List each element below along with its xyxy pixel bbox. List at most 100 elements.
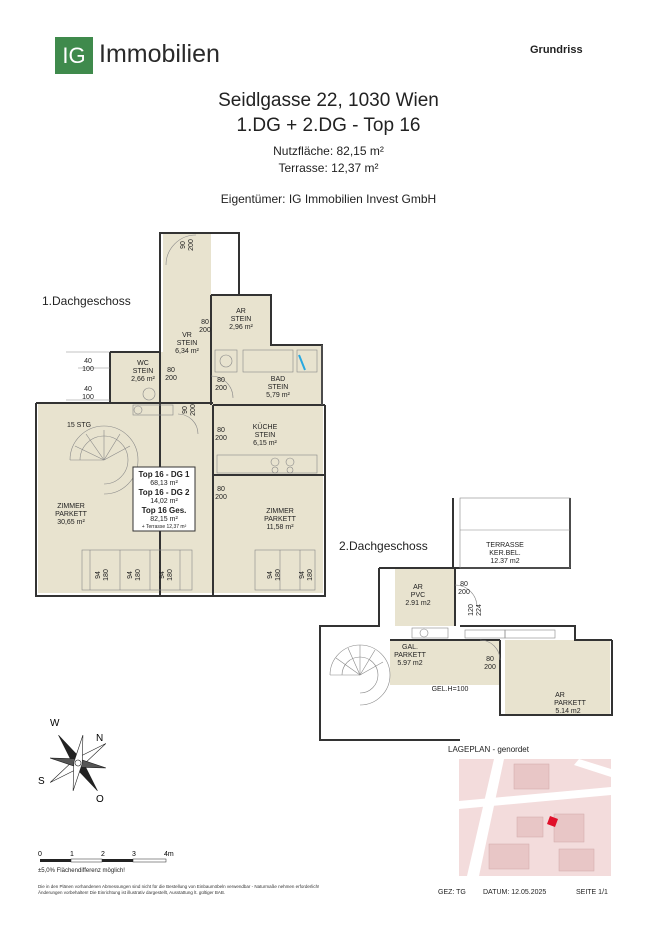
room-terrasse-name: TERRASSE (486, 542, 524, 549)
skylight-label-width: 94 (159, 571, 166, 579)
address-title: Seidlgasse 22, 1030 Wien (218, 90, 439, 111)
usable-area: Nutzfläche: 82,15 m² (273, 144, 384, 158)
scale-bar: 0 1 2 3 4m (38, 851, 174, 863)
door-label-width: 90 (180, 241, 187, 249)
scale-tick-2: 2 (101, 851, 105, 858)
terrace-area: Terrasse: 12,37 m² (278, 161, 379, 175)
summary-total-value: 82,15 m² (150, 516, 178, 523)
site-plan-map (459, 759, 611, 876)
room-bad-name: BAD (271, 376, 285, 383)
plan-fill-dg1 (38, 233, 323, 593)
owner: Eigentümer: IG Immobilien Invest GmbH (220, 192, 437, 206)
room-terrasse-floor: KER.BEL. (489, 550, 521, 557)
room-gal-area: 5.97 m2 (397, 660, 422, 667)
summary-dg2-value: 14,02 m² (150, 498, 178, 505)
document-type: Grundriss (530, 44, 583, 56)
room-ar-pvc-area: 2.91 m2 (405, 600, 430, 607)
room-vr-area: 6,34 m² (175, 348, 199, 355)
room-gal-name: GAL. (402, 644, 418, 651)
room-ar-area: 2,96 m² (229, 324, 253, 331)
summary-total-label: Top 16 Ges. (142, 506, 187, 515)
compass-letter-n: N (96, 733, 103, 744)
skylight-label-height: 180 (167, 569, 174, 581)
room-ar-pvc-floor: PVC (411, 592, 425, 599)
summary-dg2-label: Top 16 - DG 2 (139, 488, 191, 497)
door-label-height: 200 (188, 239, 195, 251)
door-label-height: 200 (215, 494, 227, 501)
door-label-width: 80 (217, 427, 225, 434)
skylight-label-width: 94 (127, 571, 134, 579)
summary-total-terrace: + Terrasse 12,37 m² (142, 524, 187, 530)
skylight-label-width: 94 (267, 571, 274, 579)
window-label-height: 224 (476, 604, 483, 616)
room-gal-floor: PARKETT (394, 652, 426, 659)
level-label-dg1: 1.Dachgeschoss (42, 294, 131, 308)
door-label-width: 80 (486, 656, 494, 663)
door-label-height: 200 (215, 385, 227, 392)
skylight-label-height: 180 (103, 569, 110, 581)
area-tolerance-note: ±5,0% Flächendifferenz möglich! (38, 868, 125, 874)
door-label-height: 200 (199, 327, 211, 334)
room-bad-area: 5,79 m² (266, 392, 290, 399)
room-zimmer1-name: ZIMMER (57, 503, 85, 510)
door-label-height: 200 (165, 375, 177, 382)
room-vr-floor: STEIN (177, 340, 198, 347)
scale-tick-0: 0 (38, 851, 42, 858)
window-label-width: 40 (84, 358, 92, 365)
window-label-height: 100 (82, 366, 94, 373)
skylight-label-height: 180 (275, 569, 282, 581)
footer-drawn-by: GEZ: TG (438, 889, 466, 896)
room-bad-floor: STEIN (268, 384, 289, 391)
footer-date: DATUM: 12.05.2025 (483, 889, 547, 896)
door-label-width: 80 (201, 319, 209, 326)
site-plan-title: LAGEPLAN - genordet (448, 745, 529, 754)
room-kueche-floor: STEIN (255, 432, 276, 439)
scale-tick-3: 3 (132, 851, 136, 858)
window-label-height: 100 (82, 394, 94, 401)
room-kueche-area: 6,15 m² (253, 440, 277, 447)
window-label-width: 40 (84, 386, 92, 393)
room-zimmer2-floor: PARKETT (264, 516, 296, 523)
door-label-width: 80 (460, 581, 468, 588)
skylight-label-height: 180 (307, 569, 314, 581)
room-kueche-name: KÜCHE (253, 423, 278, 431)
compass-rose: N O S W (38, 718, 107, 805)
window-label-width: 120 (468, 604, 475, 616)
skylight-label-height: 180 (135, 569, 142, 581)
room-vr-name: VR (182, 332, 192, 339)
room-zimmer1-floor: PARKETT (55, 511, 87, 518)
door-label-height: 200 (458, 589, 470, 596)
room-ar-parkett-name: AR (555, 692, 565, 699)
disclaimer: Die in den Plänen vorhandenen Abmessunge… (38, 884, 320, 895)
room-zimmer2-area: 11,58 m² (266, 524, 294, 531)
room-terrasse-area: 12.37 m2 (490, 558, 519, 565)
level-label-dg2: 2.Dachgeschoss (339, 539, 428, 553)
property-marker (547, 816, 558, 827)
room-ar-parkett-floor: PARKETT (554, 700, 586, 707)
room-ar-floor: STEIN (231, 316, 252, 323)
area-summary-box (132, 466, 196, 532)
scale-tick-4: 4m (164, 851, 174, 858)
compass-letter-o: O (96, 794, 104, 805)
skylight-label-width: 94 (299, 571, 306, 579)
door-label-width: 80 (217, 377, 225, 384)
stairs-label-dg1: 15 STG (67, 422, 91, 429)
railing-height: GEL.H=100 (432, 686, 469, 693)
room-ar-pvc-name: AR (413, 584, 423, 591)
room-ar-name: AR (236, 308, 246, 315)
scale-tick-1: 1 (70, 851, 74, 858)
door-label-width: 80 (217, 486, 225, 493)
room-wc-area: 2,66 m² (131, 376, 155, 383)
plan-fill-dg2 (390, 568, 610, 715)
room-wc-name: WC (137, 360, 149, 367)
door-label-height: 200 (215, 435, 227, 442)
compass-letter-w: W (50, 718, 60, 729)
unit-title: 1.DG + 2.DG - Top 16 (236, 115, 421, 136)
door-label-width: 90 (182, 406, 189, 414)
room-ar-parkett-area: 5.14 m2 (555, 708, 580, 715)
door-label-height: 200 (484, 664, 496, 671)
logo-mark: IG (55, 37, 93, 74)
floor-plan: AR STEIN 2,96 m² VR STEIN 6,34 m² WC STE… (35, 232, 613, 741)
logo-wordmark: Immobilien (99, 40, 220, 68)
room-zimmer2-name: ZIMMER (266, 508, 294, 515)
